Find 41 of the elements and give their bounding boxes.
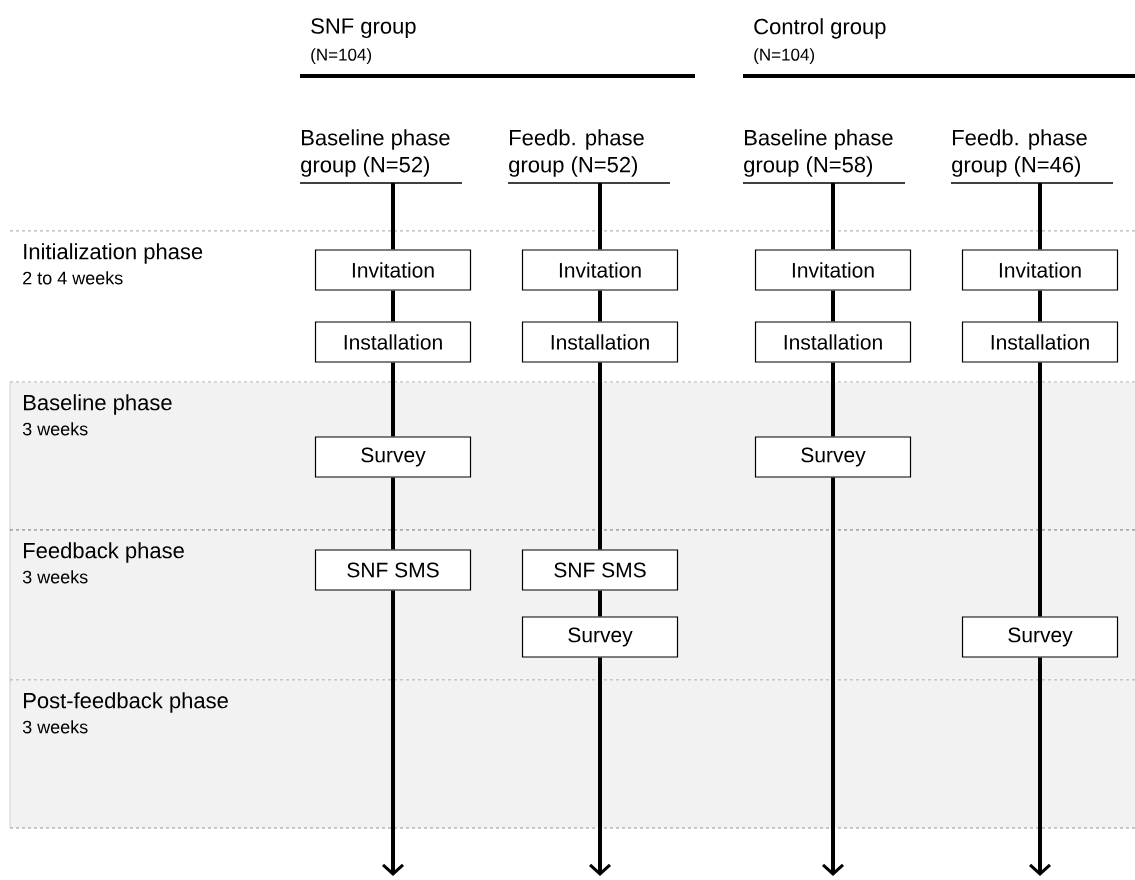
step-box: Survey <box>314 436 472 478</box>
connector-line <box>391 183 395 250</box>
group-heading: SNF group <box>311 18 416 39</box>
step-box: Installation <box>314 321 472 363</box>
arrow <box>1029 657 1051 876</box>
connector-line <box>831 183 835 250</box>
step-box: Invitation <box>961 249 1119 291</box>
step-box: Installation <box>961 321 1119 363</box>
step-box: Survey <box>521 616 679 658</box>
subgroup-heading: Baseline phase group (N=58) <box>742 129 906 184</box>
connector-line <box>598 290 602 322</box>
connector-line <box>391 477 395 550</box>
connector-line <box>391 290 395 322</box>
group-size: (N=104) <box>754 48 815 65</box>
connector-line <box>598 590 602 617</box>
connector-line <box>598 183 602 250</box>
connector-line <box>831 362 835 437</box>
arrow <box>822 477 844 876</box>
connector-line <box>831 290 835 322</box>
step-box: Invitation <box>754 249 912 291</box>
step-box: Invitation <box>314 249 472 291</box>
arrow <box>589 657 611 876</box>
group-heading: Control group <box>754 18 886 39</box>
phase-band: Post-feedback phase 3 weeks <box>9 679 1135 829</box>
subgroup-heading: Feedb. phase group (N=52) <box>507 129 671 184</box>
connector-line <box>1038 290 1042 322</box>
step-box: Installation <box>754 321 912 363</box>
connector-line <box>1038 183 1042 250</box>
group-size: (N=104) <box>311 48 372 65</box>
arrow <box>382 590 404 876</box>
step-box: Survey <box>754 436 912 478</box>
subgroup-heading: Baseline phase group (N=52) <box>299 129 463 184</box>
step-box: SNF SMS <box>521 549 679 591</box>
connector-line <box>391 362 395 437</box>
step-box: Survey <box>961 616 1119 658</box>
step-box: Invitation <box>521 249 679 291</box>
step-box: SNF SMS <box>314 549 472 591</box>
step-box: Installation <box>521 321 679 363</box>
connector-line <box>598 362 602 550</box>
connector-line <box>1038 362 1042 617</box>
subgroup-heading: Feedb. phase group (N=46) <box>950 129 1114 184</box>
